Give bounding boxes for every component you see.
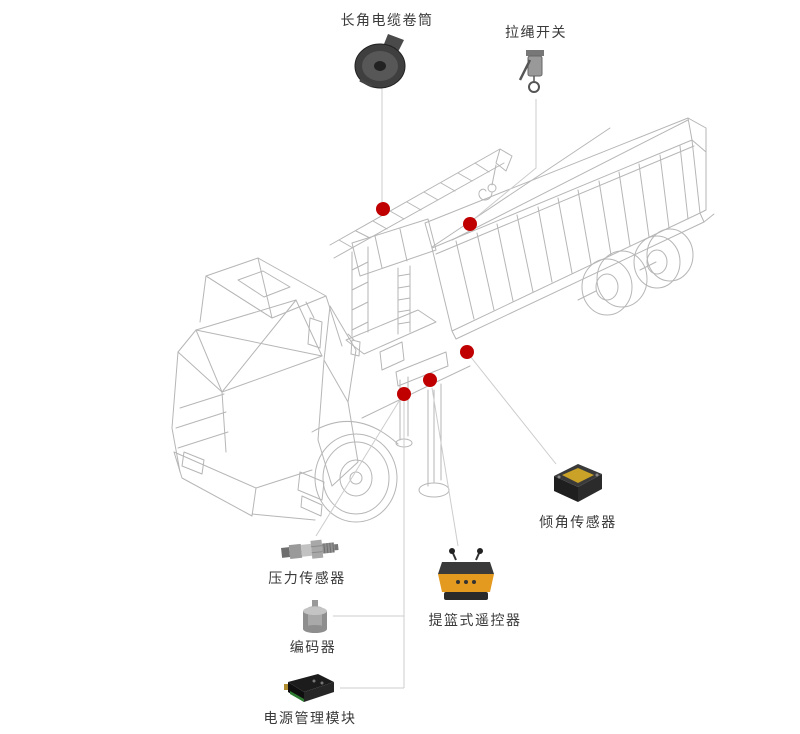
tilt-sensor-label: 倾角传感器: [539, 514, 617, 530]
pressure-sensor-label: 压力传感器: [268, 570, 346, 586]
encoder-image: [303, 600, 327, 633]
connector-pull-rope-switch: [473, 99, 537, 220]
connector-tilt-sensor: [469, 355, 557, 465]
sensor-marker: [397, 387, 411, 401]
sensor-marker: [460, 345, 474, 359]
connector-lines: [315, 86, 557, 689]
cable-reel-image: [354, 34, 406, 89]
tilt-sensor-image: [554, 464, 602, 502]
power-module-label: 电源管理模块: [263, 710, 357, 726]
sensor-marker: [463, 217, 477, 231]
sensor-markers: [376, 202, 477, 401]
power-module-image: [284, 674, 334, 702]
basket-remote-label: 提篮式遥控器: [428, 612, 522, 628]
pull-rope-switch-label: 拉绳开关: [505, 24, 567, 40]
truck-wireframe: [171, 117, 715, 523]
cable-reel-label: 长角电缆卷筒: [340, 12, 434, 28]
pull-rope-switch-image: [518, 50, 544, 93]
connector-basket-remote: [431, 387, 459, 547]
sensor-marker: [376, 202, 390, 216]
pressure-sensor-image: [281, 539, 339, 560]
connector-pressure-sensor: [315, 397, 402, 537]
encoder-label: 编码器: [289, 639, 337, 655]
basket-remote-image: [438, 548, 494, 600]
sensor-marker: [423, 373, 437, 387]
